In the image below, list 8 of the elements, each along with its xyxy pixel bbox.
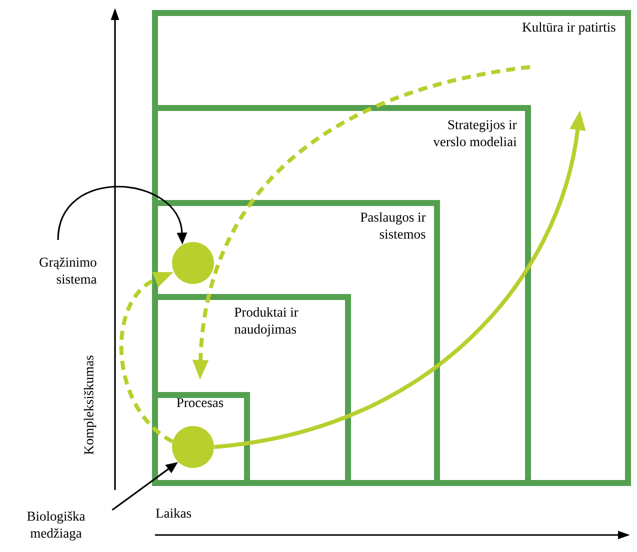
dot xyxy=(172,426,214,468)
axis-label: Laikas xyxy=(156,508,192,518)
dot xyxy=(172,242,214,284)
nested-box: Procesas xyxy=(152,392,250,486)
text-label: Biologiška medžiaga xyxy=(27,511,86,541)
axis-label: Kompleksiškumas xyxy=(84,356,96,454)
text-label: Grąžinimo sistema xyxy=(40,257,97,284)
arrow xyxy=(120,272,174,444)
